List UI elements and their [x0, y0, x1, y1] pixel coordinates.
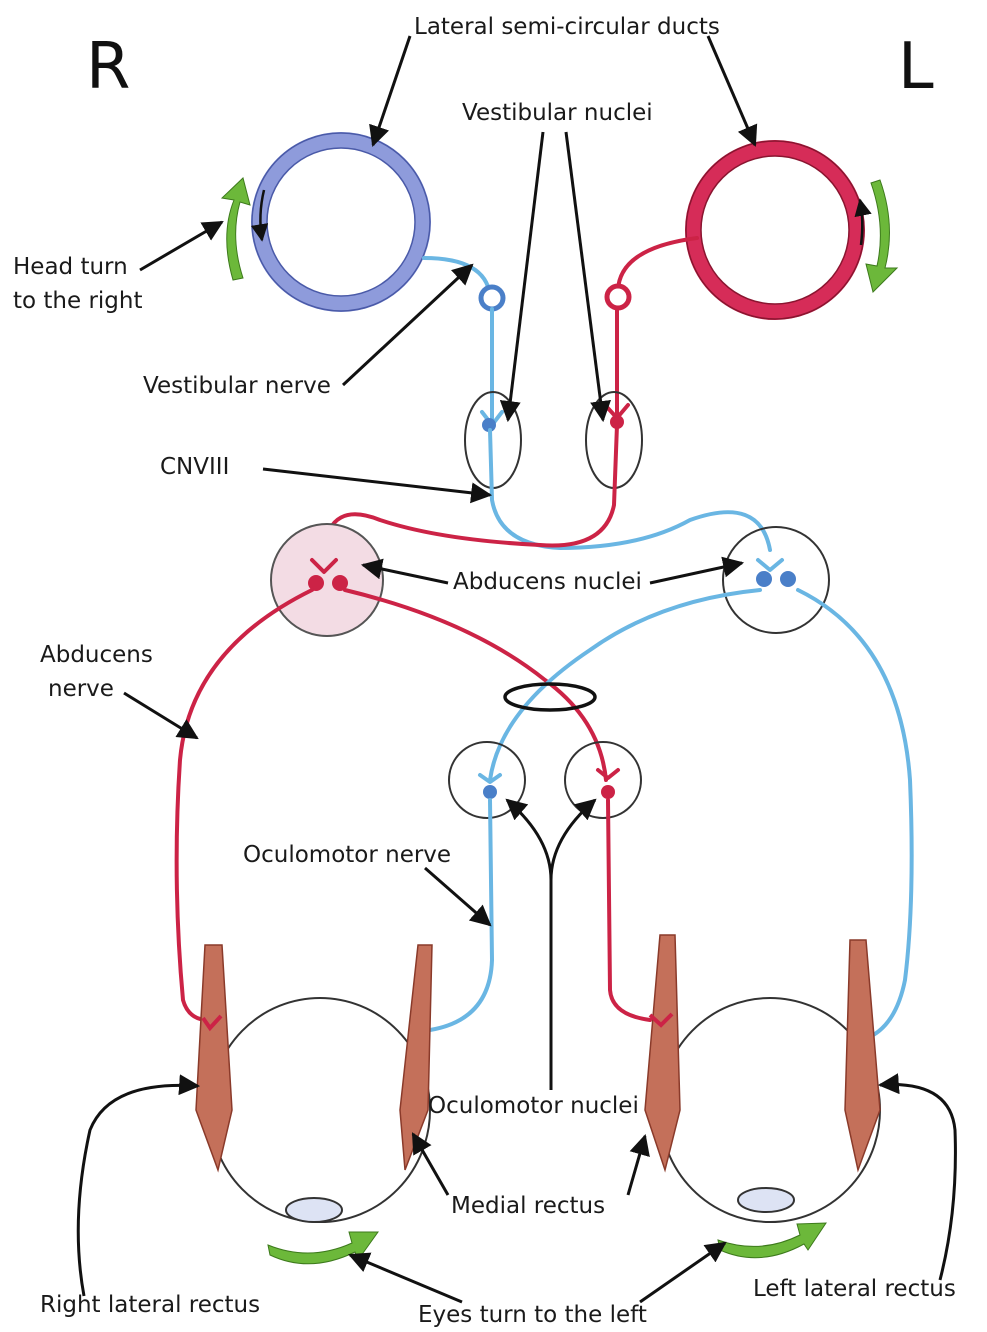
left-abducens-nucleus [723, 527, 829, 633]
left-vestibular-nerve [618, 238, 697, 290]
abducens-nuclei-label: Abducens nuclei [453, 569, 642, 595]
oculomotor-nerve-red [608, 800, 650, 1020]
blue-crossing-fibre [490, 430, 770, 550]
mlf-ring [505, 684, 595, 710]
left-lateral-rectus-label: Left lateral rectus [753, 1276, 956, 1302]
vestibular-nuclei-label: Vestibular nuclei [462, 100, 653, 126]
right-lateral-duct [252, 133, 430, 311]
abducens-nerve-label-line2: nerve [48, 676, 114, 702]
left-oculomotor-nucleus [565, 742, 641, 818]
oculomotor-nuclei-label: Oculomotor nuclei [428, 1093, 639, 1119]
head-turn-rotation-arrow [222, 178, 250, 280]
right-vestibular-ganglion [481, 287, 503, 309]
right-lateral-rectus-label: Right lateral rectus [40, 1292, 260, 1318]
vestibular-nerve-label: Vestibular nerve [143, 373, 331, 399]
cnviii-label: CNVIII [160, 454, 229, 480]
right-side-letter: R [86, 30, 130, 104]
left-lateral-duct [686, 141, 864, 319]
oculomotor-nerve-blue [430, 800, 492, 1030]
right-vestibular-nerve [424, 258, 490, 295]
abducens-nerve-label-line1: Abducens [40, 642, 153, 668]
right-eye [196, 945, 432, 1222]
eyes-turn-label: Eyes turn to the left [418, 1302, 647, 1328]
left-side-letter: L [898, 30, 934, 104]
right-abducens-nerve [177, 590, 312, 1020]
left-vestibular-ganglion [607, 286, 629, 308]
right-abducens-nucleus [271, 524, 383, 636]
lateral-ducts-label: Lateral semi-circular ducts [414, 14, 720, 40]
medial-rectus-label: Medial rectus [451, 1193, 605, 1219]
left-duct-rotation-arrow [866, 180, 897, 292]
head-turn-label-line2: to the right [13, 288, 143, 314]
right-lateral-rectus-muscle [196, 945, 232, 1170]
left-eye [645, 935, 880, 1222]
oculomotor-nerve-label: Oculomotor nerve [243, 842, 451, 868]
left-eye-rotation-arrow [718, 1223, 826, 1258]
red-crossing-fibre [324, 425, 617, 550]
head-turn-label-line1: Head turn [13, 254, 128, 280]
